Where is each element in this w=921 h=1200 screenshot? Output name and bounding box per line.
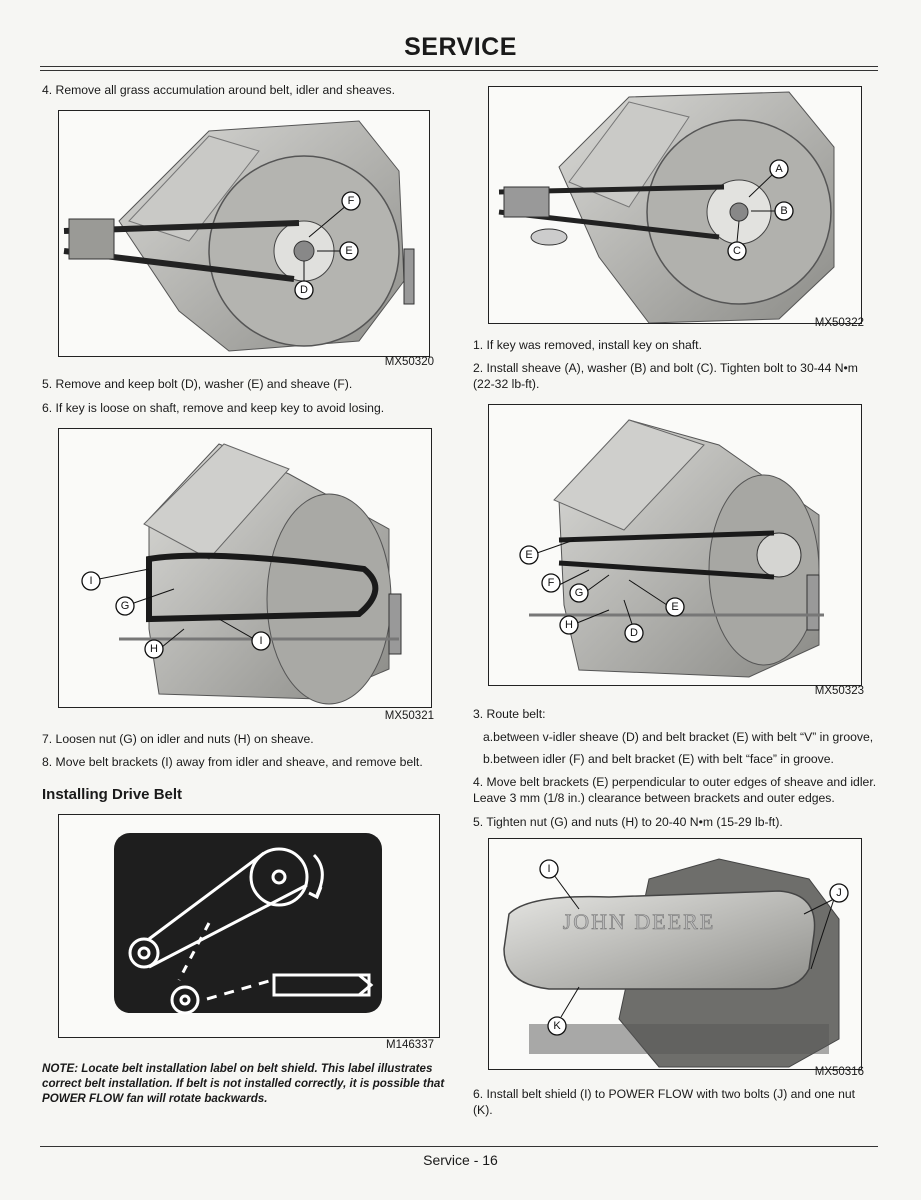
step-7-loosen-nut: 7. Loosen nut (G) on idler and nuts (H) … xyxy=(42,732,314,746)
sheave-removal-illustration: F E D xyxy=(63,120,415,352)
callout-g: G xyxy=(121,600,130,612)
header-rule-top xyxy=(40,66,878,67)
step-6-remove-key: 6. If key is loose on shaft, remove and … xyxy=(42,401,385,415)
figure-sheave-install: A B C xyxy=(488,86,862,324)
figure-code-mx50321: MX50321 xyxy=(384,710,434,722)
callout-k: K xyxy=(553,1020,561,1032)
callout-f: F xyxy=(348,195,355,207)
step-3b-idler: b.between idler (F) and belt bracket (E)… xyxy=(483,752,834,766)
step-8-move-brackets: 8. Move belt brackets (I) away from idle… xyxy=(42,755,423,769)
callout-e-right: E xyxy=(671,601,678,613)
step-3a-v-idler: a.between v-idler sheave (D) and belt br… xyxy=(483,730,874,744)
shield-brand-text: JOHN DEERE xyxy=(563,909,716,934)
figure-belt-shield: JOHN DEERE I J K xyxy=(488,838,862,1070)
step-3-route-belt: 3. Route belt: xyxy=(473,707,546,721)
step-5-tighten-nut: 5. Tighten nut (G) and nuts (H) to 20-40… xyxy=(473,815,783,829)
callout-i-right: I xyxy=(259,635,262,647)
section-heading-installing-drive-belt: Installing Drive Belt xyxy=(42,786,183,803)
callout-d: D xyxy=(300,284,308,296)
route-belt-illustration: E F G E H D xyxy=(519,419,824,678)
callout-f-route: F xyxy=(548,577,555,589)
callout-d-route: D xyxy=(630,627,638,639)
callout-e-left: E xyxy=(525,549,532,561)
figure-code-mx50320: MX50320 xyxy=(384,356,434,368)
figure-belt-brackets: I G H I xyxy=(58,428,432,708)
step-5-remove-bolt: 5. Remove and keep bolt (D), washer (E) … xyxy=(42,377,353,391)
callout-j: J xyxy=(836,887,842,899)
step-2-install-sheave: 2. Install sheave (A), washer (B) and bo… xyxy=(473,361,858,391)
callout-g-route: G xyxy=(575,587,584,599)
footer-rule xyxy=(40,1146,878,1147)
header-rule-bottom xyxy=(40,70,878,71)
page-title: SERVICE xyxy=(404,33,517,61)
callout-b: B xyxy=(780,205,787,217)
step-1-install-key: 1. If key was removed, install key on sh… xyxy=(473,338,702,352)
belt-shield-illustration: JOHN DEERE I J K xyxy=(503,858,849,1068)
page-number: Service - 16 xyxy=(423,1152,498,1168)
figure-code-mx50316: MX50316 xyxy=(814,1066,864,1078)
belt-installation-label-illustration xyxy=(114,833,382,1015)
callout-h: H xyxy=(150,643,158,655)
figure-route-belt: E F G E H D xyxy=(488,404,862,686)
callout-e: E xyxy=(345,245,352,257)
callout-h-route: H xyxy=(565,619,573,631)
figure-code-mx50323: MX50323 xyxy=(814,685,864,697)
sheave-install-illustration: A B C xyxy=(498,91,835,323)
callout-a: A xyxy=(775,163,783,175)
figure-code-mx50322: MX50322 xyxy=(814,317,864,329)
note-belt-label: NOTE: Locate belt installation label on … xyxy=(42,1062,445,1105)
belt-brackets-illustration: I G H I xyxy=(81,443,402,705)
callout-i-left: I xyxy=(89,575,92,587)
step-4-move-brackets: 4. Move belt brackets (E) perpendicular … xyxy=(473,775,877,805)
step-4-remove-grass: 4. Remove all grass accumulation around … xyxy=(42,83,395,97)
figure-code-m146337: M146337 xyxy=(386,1039,434,1051)
step-6-install-shield: 6. Install belt shield (I) to POWER FLOW… xyxy=(473,1087,856,1117)
callout-i-shield: I xyxy=(547,863,550,875)
figure-sheave-removal: F E D xyxy=(58,110,430,357)
figure-belt-label xyxy=(58,814,440,1038)
callout-c: C xyxy=(733,245,741,257)
